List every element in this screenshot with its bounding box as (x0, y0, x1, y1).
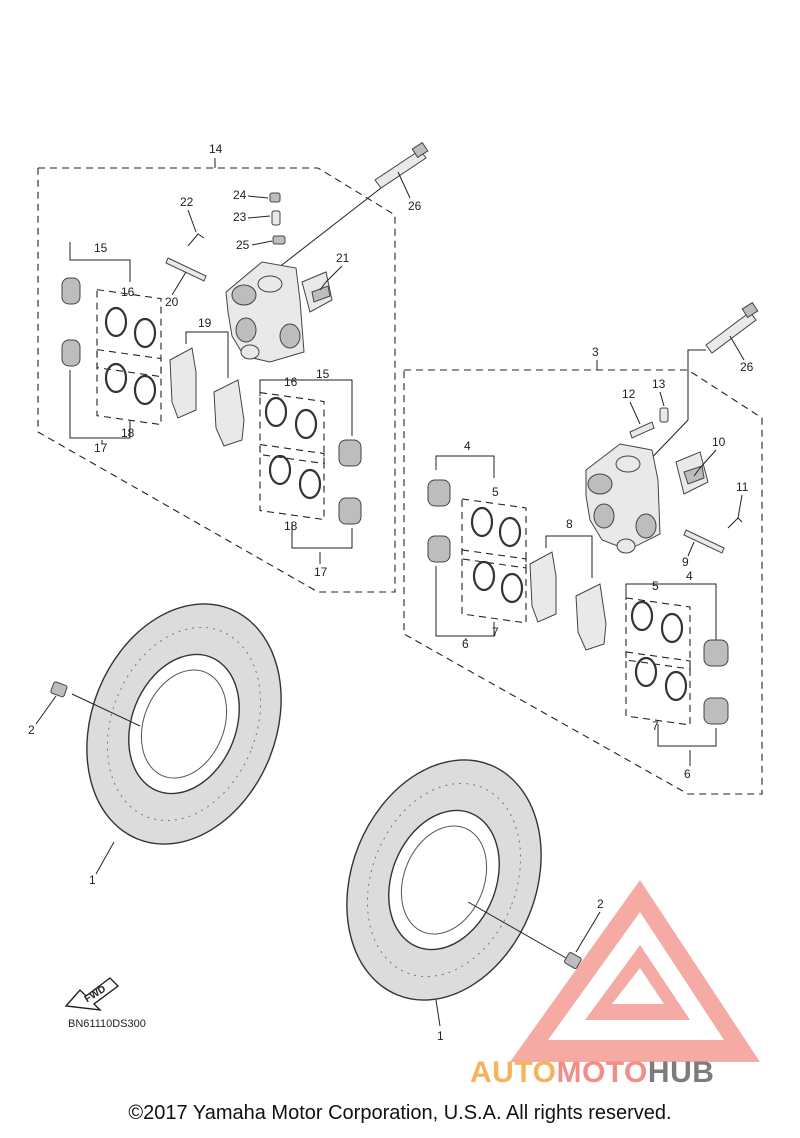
callout-12: 12 (622, 387, 636, 401)
copyright-notice: ©2017 Yamaha Motor Corporation, U.S.A. A… (128, 1102, 672, 1124)
automotohub-logo-text: AUTOMOTOHUB (470, 1056, 714, 1090)
callout-1-left: 1 (89, 873, 96, 887)
brake-disc-left (86, 603, 282, 845)
callout-24: 24 (233, 188, 247, 202)
caliper-body-right (585, 443, 661, 554)
callout-15-left-bottom: 15 (316, 367, 330, 381)
callout-13: 13 (652, 377, 666, 391)
callout-9: 9 (682, 555, 689, 569)
logo-text-moto: MOTO (556, 1056, 648, 1089)
callout-26-left: 26 (408, 199, 422, 213)
callout-11: 11 (736, 480, 749, 494)
callout-18-left-top: 18 (121, 426, 135, 440)
callout-1-right: 1 (437, 1029, 444, 1043)
caliper-bolt-left (374, 141, 429, 189)
callout-22: 22 (180, 195, 194, 209)
callout-17-left-top: 17 (94, 441, 108, 455)
callout-18-left-bottom: 18 (284, 519, 298, 533)
callout-17-left-bottom: 17 (314, 565, 328, 579)
diagram-code: BN61110DS300 (68, 1018, 146, 1030)
callout-7-right-top: 7 (492, 625, 499, 639)
callout-23: 23 (233, 210, 247, 224)
left-caliper-group: 14 26 24 23 25 22 20 (37, 141, 429, 593)
callout-14: 14 (209, 142, 223, 156)
callout-6-right-top: 6 (462, 637, 469, 651)
callout-16-left-bottom: 16 (284, 375, 298, 389)
callout-19: 19 (198, 316, 212, 330)
logo-text-hub: HUB (647, 1056, 715, 1089)
callout-2-left: 2 (28, 723, 35, 737)
callout-4-right-bottom: 4 (686, 569, 693, 583)
caliper-body-left (225, 261, 305, 363)
callout-16-left-top: 16 (121, 285, 135, 299)
callout-3: 3 (592, 345, 599, 359)
callout-20: 20 (165, 295, 179, 309)
brake-disc-right (346, 759, 542, 1001)
callout-10: 10 (712, 435, 726, 449)
callout-25: 25 (236, 238, 250, 252)
callout-5-right-bottom: 5 (652, 579, 659, 593)
logo-text-auto: AUTO (470, 1056, 557, 1089)
callout-2-right: 2 (597, 897, 604, 911)
right-caliper-group: 3 26 12 13 10 11 9 (403, 301, 763, 795)
callout-8: 8 (566, 517, 573, 531)
callout-5-right-top: 5 (492, 485, 499, 499)
callout-4-right-top: 4 (464, 439, 471, 453)
callout-26-right: 26 (740, 360, 754, 374)
automotohub-logo-mark (510, 880, 760, 1062)
callout-15-left-top: 15 (94, 241, 108, 255)
callout-6-right-bottom: 6 (684, 767, 691, 781)
callout-21: 21 (336, 251, 350, 265)
fwd-arrow-icon: FWD (64, 977, 120, 1011)
callout-7-right-bottom: 7 (652, 719, 659, 733)
